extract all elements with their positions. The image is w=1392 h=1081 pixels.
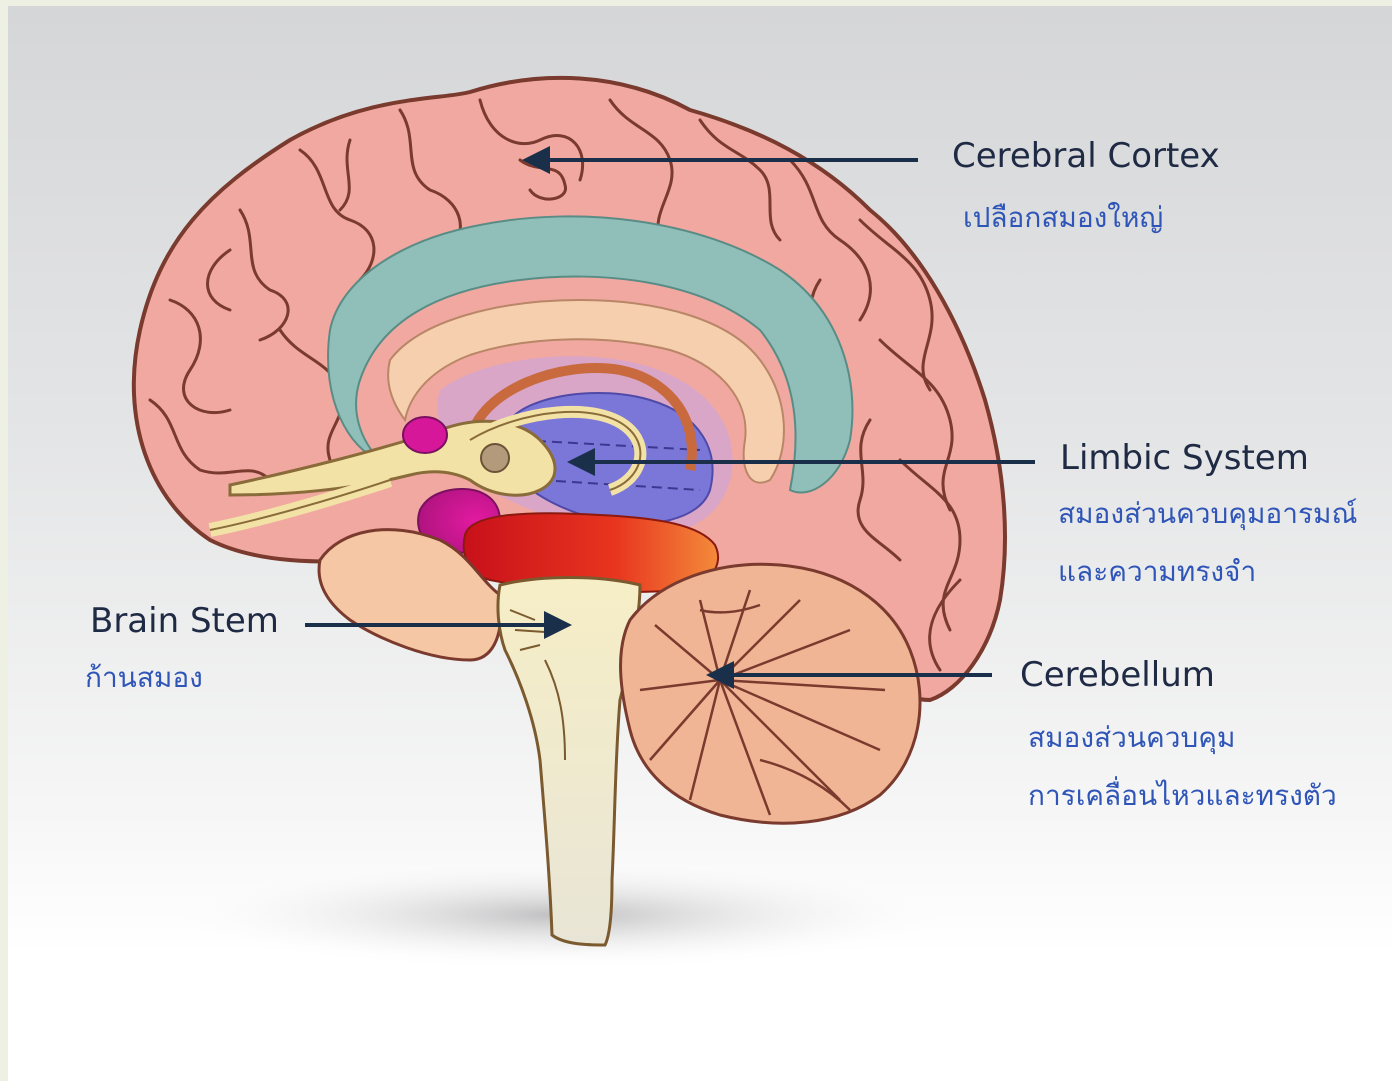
cerebellum-thai-line1: สมองส่วนควบคุม (1028, 716, 1235, 760)
limbic-system-thai-line2: และความทรงจำ (1058, 550, 1256, 594)
limbic-system-label: Limbic System (1060, 438, 1309, 478)
limbic-system-thai-line1: สมองส่วนควบคุมอารมณ์ (1058, 492, 1357, 536)
cerebellum-thai-line2: การเคลื่อนไหวและทรงตัว (1028, 774, 1337, 818)
olfactory-bulb (403, 417, 447, 453)
brain-stem-thai-label: ก้านสมอง (85, 656, 203, 700)
cerebellum-label: Cerebellum (1020, 655, 1215, 695)
cerebral-cortex-thai-label: เปลือกสมองใหญ่ (963, 196, 1163, 240)
brain-stem-label: Brain Stem (90, 601, 279, 641)
cerebellum-shape (621, 564, 920, 823)
cerebral-cortex-label: Cerebral Cortex (952, 136, 1220, 176)
